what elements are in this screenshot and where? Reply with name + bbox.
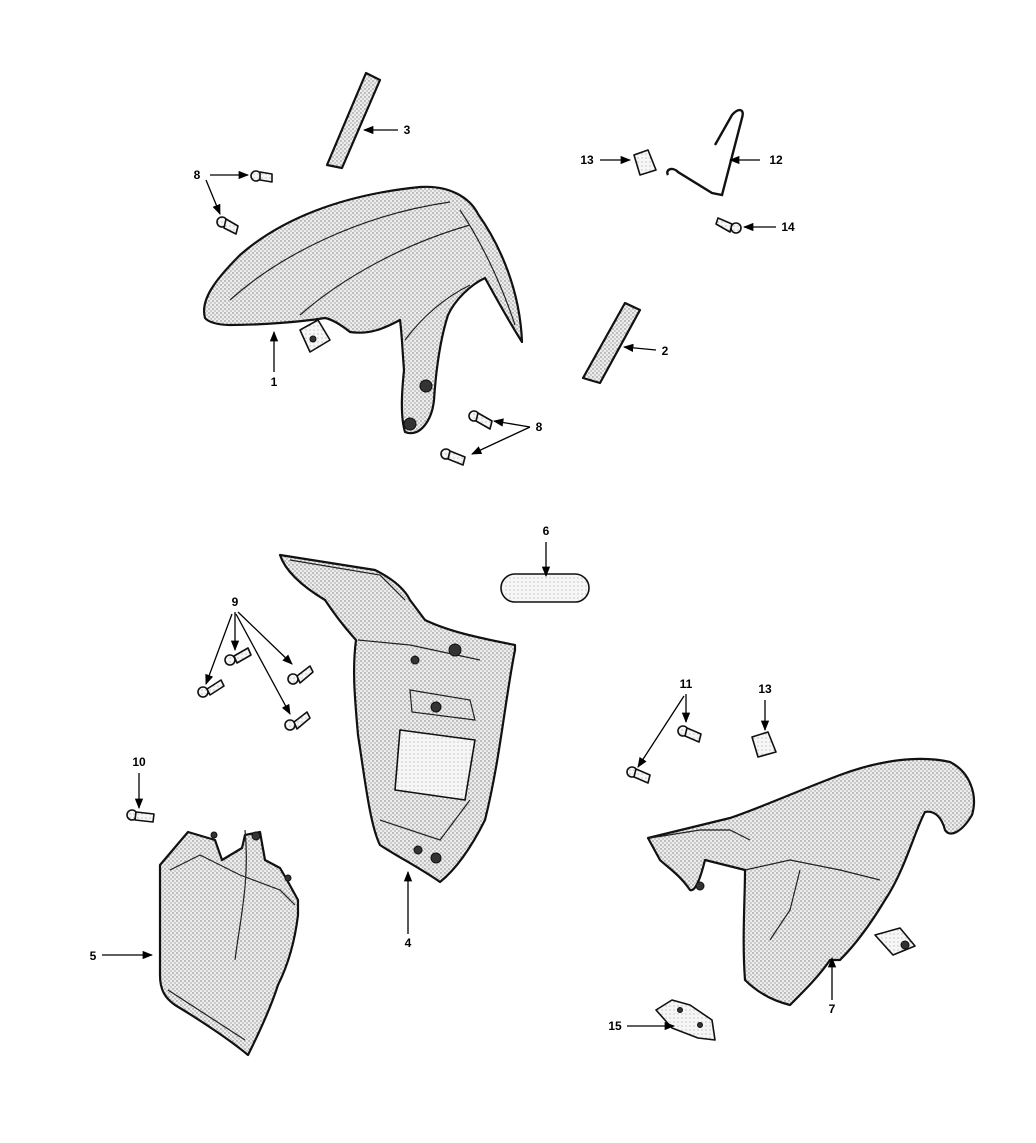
callout-4: 4	[405, 936, 412, 950]
callout-13: 13	[758, 682, 772, 696]
callout-12: 12	[769, 153, 783, 167]
callout-2: 2	[662, 344, 669, 358]
inner-fender-part	[278, 553, 517, 884]
screw-part	[224, 647, 252, 666]
wire-bracket-part	[666, 108, 744, 197]
callout-leaders	[102, 125, 837, 1031]
screw-part	[626, 766, 651, 784]
reflector-strip-part	[581, 301, 642, 385]
clip-part	[751, 731, 777, 758]
screw-part	[677, 725, 702, 743]
callout-15: 15	[608, 1019, 622, 1033]
callout-8: 8	[194, 168, 201, 182]
screw-part	[284, 711, 311, 731]
callout-6: 6	[543, 524, 550, 538]
emblem-part	[500, 573, 590, 603]
clip-part	[633, 149, 657, 176]
screw-part	[216, 216, 239, 235]
callout-10: 10	[132, 755, 146, 769]
callout-7: 7	[829, 1002, 836, 1016]
callout-13: 13	[580, 153, 594, 167]
callout-11: 11	[680, 677, 693, 691]
screw-part	[287, 665, 314, 685]
callout-3: 3	[404, 123, 411, 137]
mud-flap-part	[158, 829, 300, 1057]
callout-8: 8	[536, 420, 543, 434]
screw-part	[250, 170, 273, 183]
callout-1: 1	[271, 375, 278, 389]
callout-14: 14	[781, 220, 795, 234]
front-mudguard-part	[202, 185, 524, 435]
bracket-part	[655, 999, 716, 1041]
callout-9: 9	[232, 595, 239, 609]
screw-part	[126, 809, 155, 823]
screw-part	[440, 448, 466, 466]
screw-part	[715, 217, 742, 234]
screw-part	[197, 679, 225, 698]
callout-labels: 1 2 3 4 5 6 7 8 8 9 10 11 12 13 13 14 15	[90, 123, 836, 1033]
rear-hugger-part	[646, 757, 976, 1007]
callout-5: 5	[90, 949, 97, 963]
screw-part	[468, 410, 493, 430]
reflector-strip-part	[325, 71, 382, 170]
